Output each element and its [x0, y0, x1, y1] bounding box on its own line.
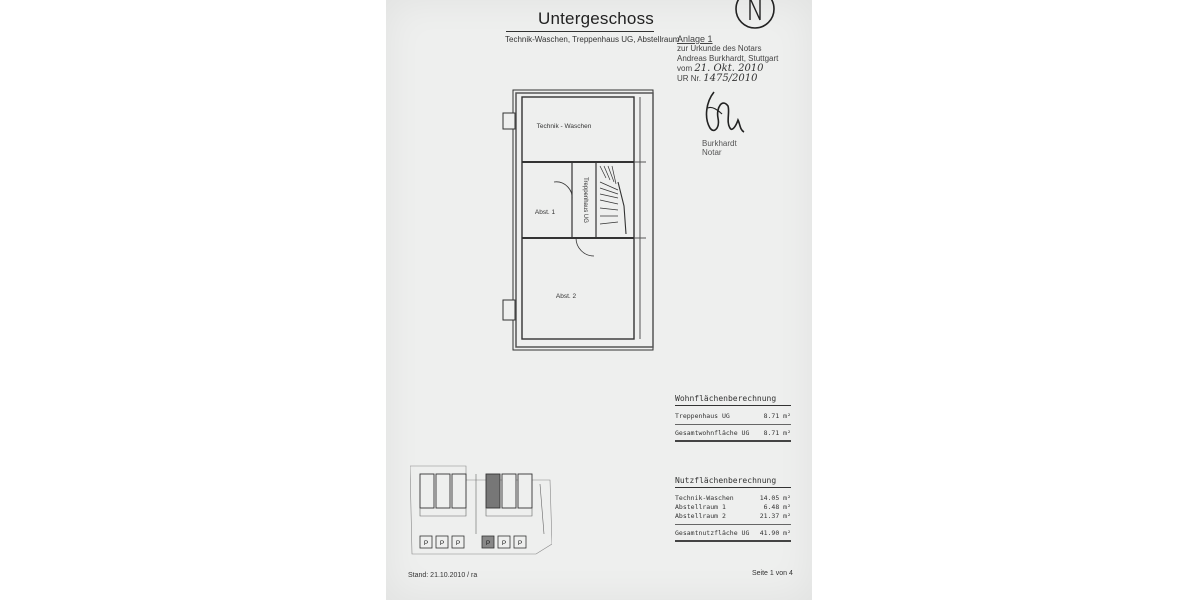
table-row: Treppenhaus UG 8.71 m² — [675, 412, 791, 421]
nutzflaeche-title: Nutzflächenberechnung — [675, 476, 791, 488]
total-value: 8.71 m² — [763, 429, 791, 437]
staircase — [599, 165, 627, 235]
notary-role: Notar — [702, 148, 722, 157]
total-value: 41.90 m² — [759, 529, 791, 537]
footer-page: Seite 1 von 4 — [752, 570, 793, 577]
parking-label: P — [424, 540, 428, 547]
total-row: Gesamtnutzfläche UG 41.90 m² — [675, 529, 791, 538]
total-label: Gesamtwohnfläche UG — [675, 429, 750, 437]
footer-stand: Stand: 21.10.2010 / ra — [408, 572, 478, 579]
document-page: Untergeschoss Technik-Waschen, Treppenha… — [386, 0, 812, 600]
house-1 — [419, 473, 435, 509]
wohnflaeche-table: Wohnflächenberechnung Treppenhaus UG 8.7… — [675, 394, 791, 447]
stamp-line-2: Andreas Burkhardt, Stuttgart — [677, 54, 779, 63]
parking-label: P — [456, 540, 460, 547]
notary-logo — [735, 0, 775, 29]
nutzflaeche-table: Nutzflächenberechnung Technik-Waschen 14… — [675, 476, 791, 547]
stamp-date: 21. Okt. 2010 — [694, 63, 764, 74]
row-label: Treppenhaus UG — [675, 412, 730, 420]
door-abst1 — [553, 181, 573, 201]
room-label-treppenhaus: Treppenhaus UG — [582, 177, 588, 223]
notary-block: Burkhardt Notar — [702, 139, 737, 157]
notary-name: Burkhardt — [702, 139, 737, 148]
window-top — [502, 112, 516, 130]
stamp-ur-line: UR Nr. 1475/2010 — [677, 74, 778, 84]
row-label: Abstellraum 2 — [675, 512, 726, 520]
title-underline — [506, 31, 654, 32]
room-outline — [521, 96, 635, 340]
page-title: Untergeschoss — [538, 9, 654, 28]
floor-plan: Technik - Waschen Abst. 1 Treppenhaus UG… — [502, 89, 654, 351]
table-row: Technik-Waschen 14.05 m² — [675, 494, 791, 503]
parking-label: P — [486, 540, 490, 547]
table-row: Abstellraum 1 6.48 m² — [675, 503, 791, 512]
house-5 — [501, 473, 517, 509]
row-value: 14.05 m² — [759, 494, 791, 502]
row-value: 8.71 m² — [763, 412, 791, 420]
room-label-abst1: Abst. 1 — [535, 209, 556, 216]
parking-spots — [419, 535, 527, 549]
window-bottom — [502, 299, 516, 321]
stamp-date-line: vom 21. Okt. 2010 — [677, 64, 778, 74]
notary-stamp: Anlage 1 zur Urkunde des Notars Andreas … — [677, 34, 778, 84]
site-plan: P P P P P P — [410, 465, 552, 555]
house-6 — [517, 473, 533, 509]
door-abst2 — [575, 237, 595, 257]
house-3 — [451, 473, 467, 509]
wohnflaeche-title: Wohnflächenberechnung — [675, 394, 791, 406]
total-row: Gesamtwohnfläche UG 8.71 m² — [675, 429, 791, 438]
house-selected — [485, 473, 501, 509]
row-value: 21.37 m² — [759, 512, 791, 520]
parking-label: P — [502, 540, 506, 547]
stamp-line-1: zur Urkunde des Notars — [677, 44, 762, 53]
notary-signature — [705, 91, 745, 133]
row-label: Technik-Waschen — [675, 494, 734, 502]
table-row: Abstellraum 2 21.37 m² — [675, 512, 791, 521]
parking-label: P — [440, 540, 444, 547]
room-label-technik: Technik - Waschen — [537, 123, 592, 130]
site-boundary — [410, 465, 552, 555]
total-label: Gesamtnutzfläche UG — [675, 529, 750, 537]
room-label-abst2: Abst. 2 — [556, 293, 577, 300]
stamp-ur-prefix: UR Nr. — [677, 74, 701, 83]
stamp-ur-number: 1475/2010 — [703, 73, 758, 84]
parking-label: P — [518, 540, 522, 547]
house-2 — [435, 473, 451, 509]
inner-wall — [515, 92, 654, 348]
row-label: Abstellraum 1 — [675, 503, 726, 511]
page-subtitle: Technik-Waschen, Treppenhaus UG, Abstell… — [505, 35, 680, 44]
stamp-title: Anlage 1 — [677, 34, 713, 44]
row-value: 6.48 m² — [763, 503, 791, 511]
stamp-date-prefix: vom — [677, 64, 693, 73]
